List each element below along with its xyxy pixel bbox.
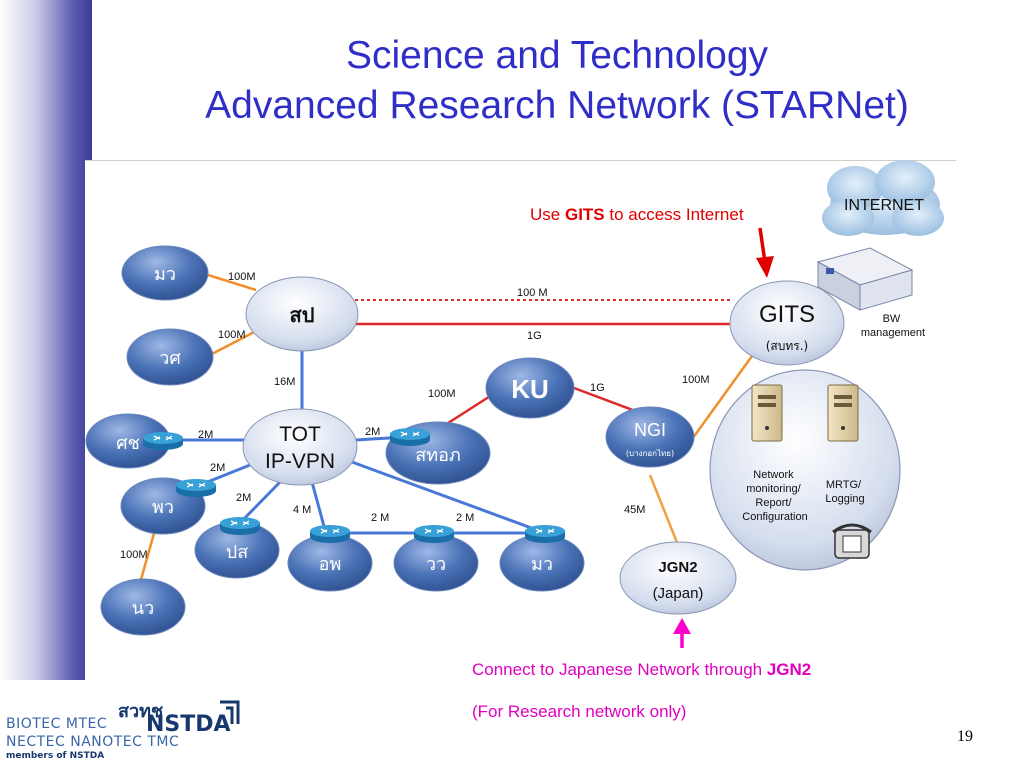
gits-caption: Use GITS to access Internet — [530, 205, 744, 224]
server-mrtg — [827, 384, 859, 442]
nstda-mark-icon — [220, 700, 240, 724]
node-ngi-sub: (บางกอกไทย) — [626, 449, 674, 458]
magenta-arrow-icon — [673, 618, 691, 648]
node-nw-label: นว — [132, 598, 154, 619]
router-icon — [143, 432, 183, 450]
red-arrow-icon — [756, 227, 774, 278]
router-icon — [525, 525, 565, 543]
slide-title-line2: Advanced Research Network (STARNet) — [205, 84, 909, 127]
internet-label: INTERNET — [844, 197, 924, 214]
server-network-monitoring — [751, 384, 783, 442]
logo-line2: NECTEC NANOTEC TMC — [6, 734, 180, 750]
link-pw-nw — [138, 529, 157, 584]
bw-management-device-icon — [816, 247, 914, 311]
router-icons — [143, 428, 565, 543]
label-op-ww: 2 M — [371, 512, 389, 524]
link-gits-ngi — [688, 355, 754, 443]
node-wc-label: วศ — [159, 348, 181, 369]
link-ku-ngi — [573, 386, 639, 414]
node-ww-label: วว — [426, 554, 446, 575]
node-ku — [485, 357, 575, 419]
monitoring-group — [709, 369, 901, 571]
label-stor-ku: 100M — [428, 388, 456, 400]
router-icon — [414, 525, 454, 543]
internet-cloud-icon — [822, 160, 944, 236]
label-wc-sp: 100M — [218, 329, 246, 341]
link-op-tot — [310, 481, 327, 531]
gits-caption-bold: GITS — [564, 205, 605, 224]
node-wc — [126, 328, 214, 386]
node-mw-top — [121, 245, 209, 301]
mrtg-label: MRTG/ Logging — [825, 479, 864, 505]
node-gits-sub: (สบทร.) — [766, 339, 808, 353]
link-stor-ku — [444, 391, 496, 427]
node-ps-label: ปส — [226, 542, 248, 563]
node-gits — [729, 280, 845, 366]
label-pw-nw: 100M — [120, 549, 148, 561]
logo-members: members of NSTDA — [6, 751, 105, 761]
label-mw-sp: 100M — [228, 271, 256, 283]
node-stor-label: สทอภ — [415, 445, 461, 466]
link-ngi-jgn — [648, 474, 680, 546]
node-sc-label: ศช — [116, 433, 140, 454]
node-ku-label: KU — [511, 374, 549, 404]
router-icon — [310, 525, 350, 543]
logo-thai-text: สวทช — [118, 701, 164, 722]
logo-brand-text: NSTDA — [146, 712, 231, 737]
node-tot-label1: TOT — [279, 423, 321, 446]
router-icon — [390, 428, 430, 446]
node-tot — [242, 408, 358, 486]
node-gits-label: GITS — [759, 301, 815, 328]
link-mw-sp — [207, 273, 257, 292]
link-labels: 100M 100M 100 M 1G 16M 100M 1G 100M 2M 2… — [120, 271, 710, 561]
node-ngi — [605, 406, 695, 468]
label-tot-stor: 2M — [365, 426, 380, 438]
node-mw-top-label: มว — [154, 264, 176, 285]
page-number: 19 — [957, 728, 973, 745]
label-sp-gits-dashed: 100 M — [517, 287, 548, 299]
label-ngi-jgn: 45M — [624, 504, 645, 516]
label-ku-ngi: 1G — [590, 382, 605, 394]
jgn-caption: Connect to Japanese Network through JGN2 — [472, 660, 812, 679]
slide-title-line1: Science and Technology — [345, 34, 769, 77]
label-pw-tot: 2M — [210, 462, 225, 474]
router-icon — [220, 517, 260, 535]
node-jgn2-label: JGN2 — [658, 559, 697, 576]
node-pw-label: พว — [152, 497, 174, 518]
jgn-caption-bold: JGN2 — [766, 660, 812, 679]
node-op-label: อพ — [319, 554, 342, 575]
sidebar-gradient — [0, 0, 92, 680]
label-ww-mw: 2 M — [456, 512, 474, 524]
node-ngi-label: NGI — [634, 420, 666, 440]
link-wc-sp — [209, 328, 259, 357]
label-sp-tot: 16M — [274, 376, 295, 388]
label-op-tot: 4 M — [293, 504, 311, 516]
nstda-logo: สวทช NSTDA BIOTEC MTEC NECTEC NANOTEC TM… — [6, 700, 246, 764]
node-tot-label2: IP-VPN — [265, 450, 335, 473]
label-gits-ngi: 100M — [682, 374, 710, 386]
label-ps-tot: 2M — [236, 492, 251, 504]
node-sp — [245, 276, 359, 352]
node-japan-label: (Japan) — [653, 585, 704, 602]
research-only-caption: (For Research network only) — [472, 702, 687, 721]
node-sp-label: สป — [290, 303, 315, 327]
telephone-icon — [832, 523, 872, 559]
label-sc-tot: 2M — [198, 429, 213, 441]
node-mw-bottom-label: มว — [531, 554, 553, 575]
router-icon — [176, 479, 216, 497]
logo-line1: BIOTEC MTEC — [6, 716, 108, 732]
node-jgn2 — [619, 541, 737, 615]
label-sp-gits: 1G — [527, 330, 542, 342]
network-monitoring-label: Network monitoring/ Report/ Configuratio… — [742, 469, 807, 523]
node-nw — [100, 578, 186, 636]
link-tot-mw — [351, 460, 546, 535]
bw-management-label: BW management — [861, 313, 925, 339]
